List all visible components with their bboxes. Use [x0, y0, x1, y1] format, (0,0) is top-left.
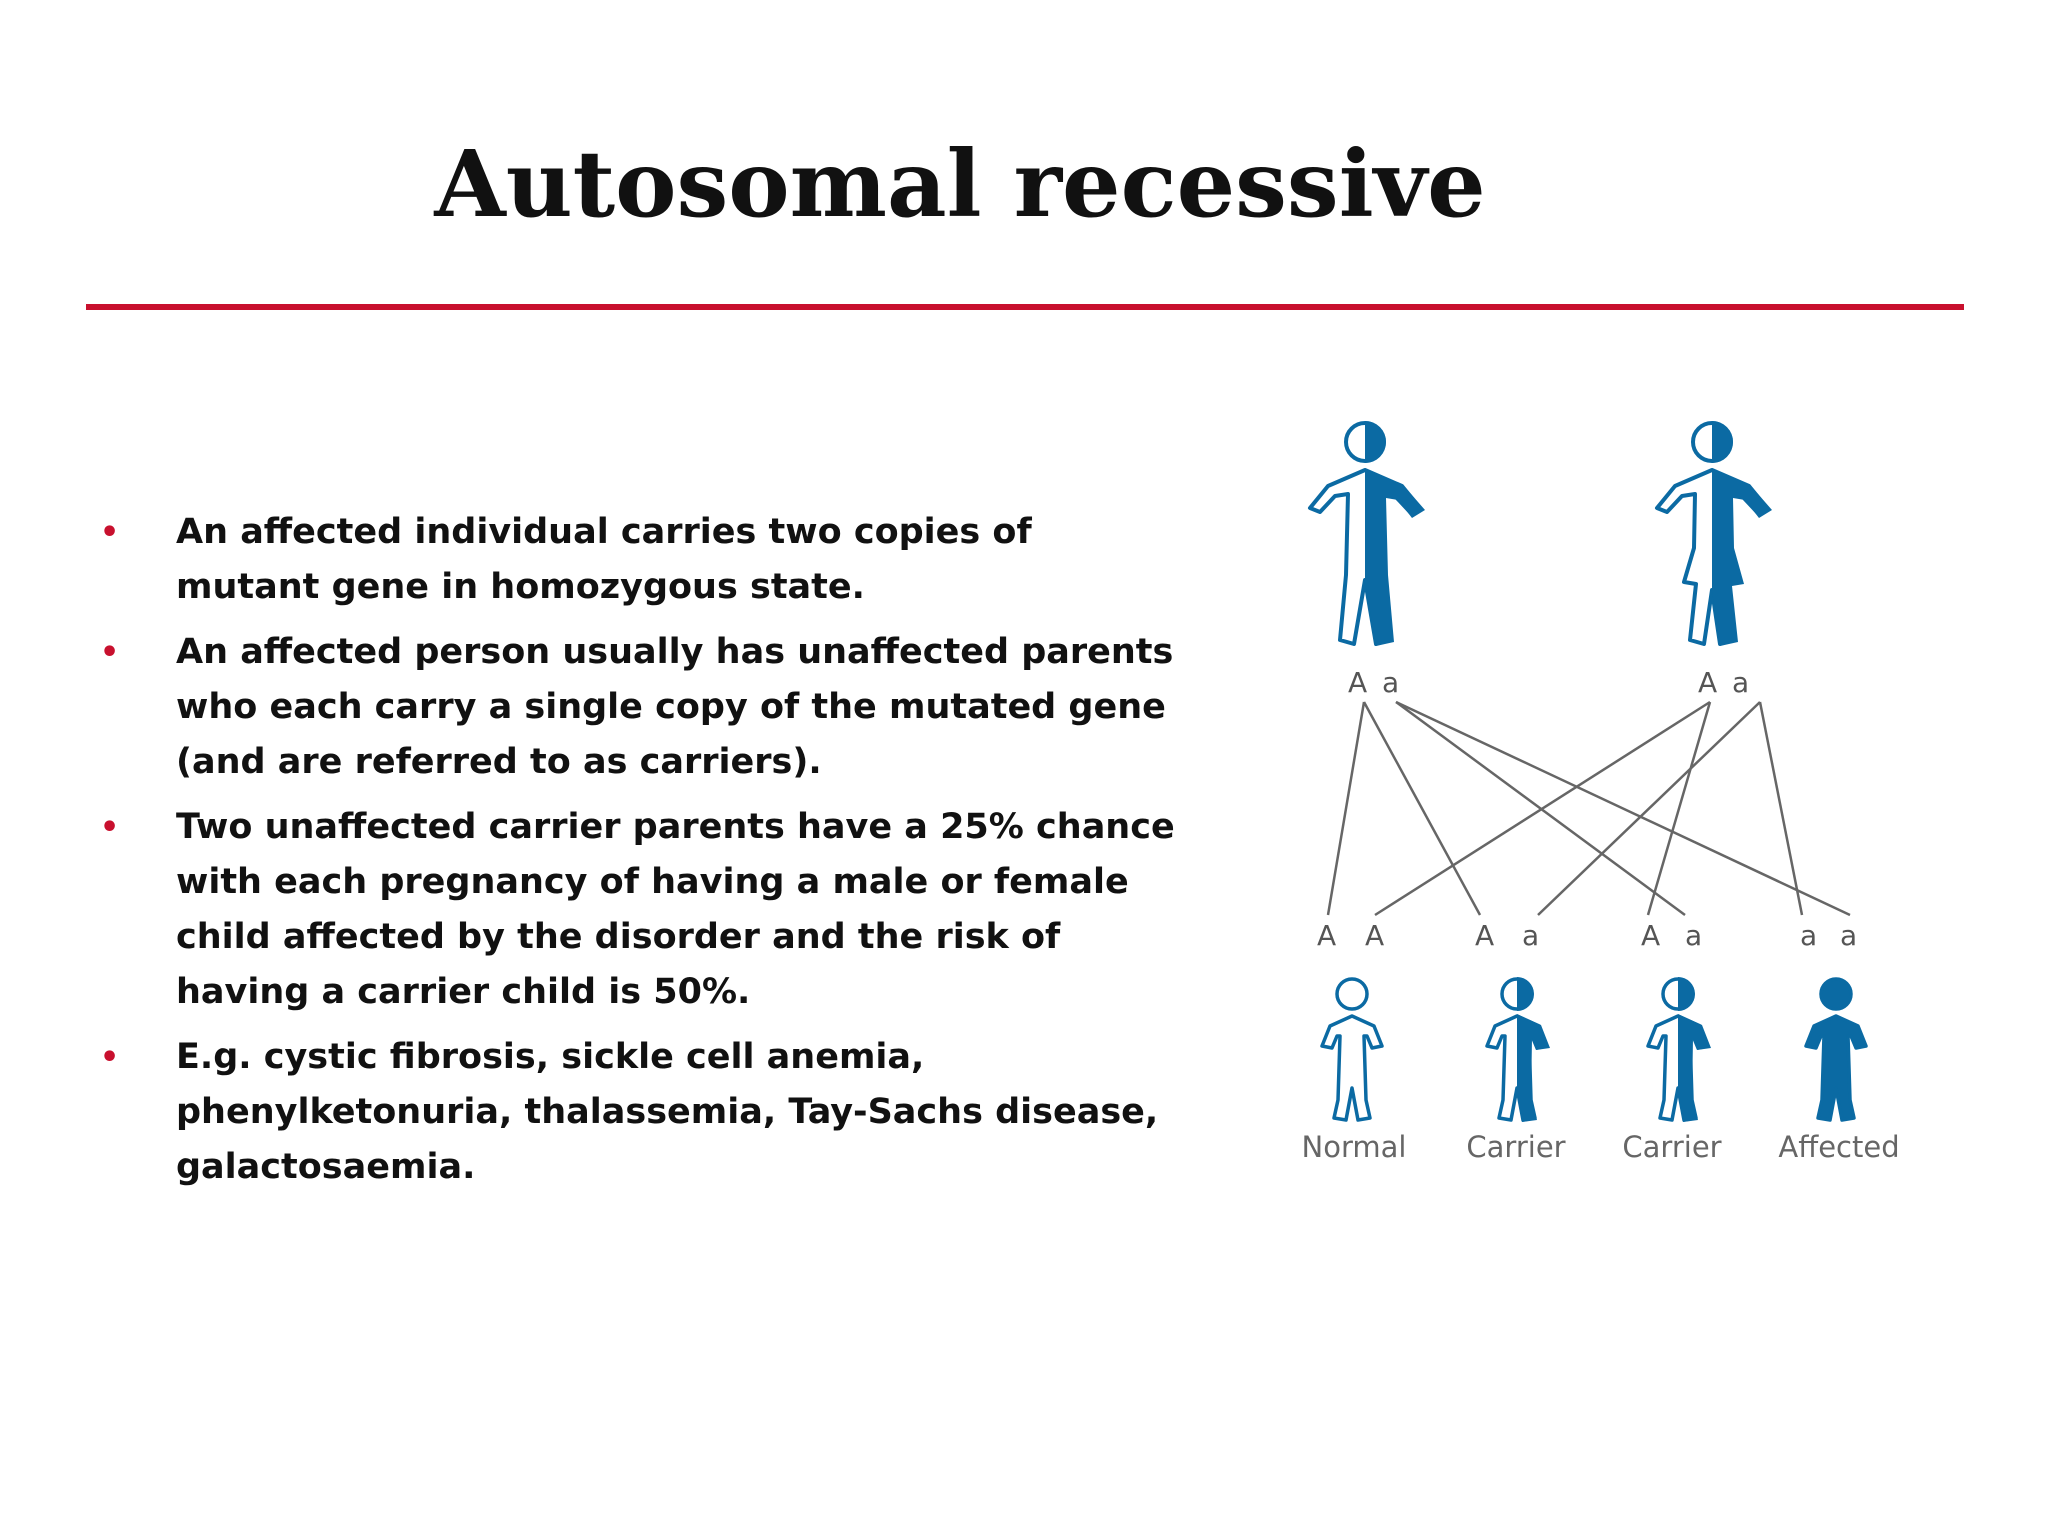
- child-carrier-icon: [1485, 977, 1550, 1122]
- child1-allele-1: A: [1317, 919, 1336, 952]
- child-affected-icon: [1804, 977, 1868, 1122]
- child2-allele-2: a: [1522, 919, 1539, 952]
- bullet-dot-icon: •: [100, 635, 120, 670]
- child3-caption: Carrier: [1622, 1130, 1721, 1164]
- child-normal-icon: [1320, 977, 1384, 1122]
- bullet-text: E.g. cystic fibrosis, sickle cell anemia…: [176, 1037, 1159, 1187]
- child3-allele-1: A: [1641, 919, 1660, 952]
- bullet-dot-icon: •: [100, 515, 120, 550]
- parent1-allele-1: A: [1348, 666, 1367, 699]
- child1-caption: Normal: [1302, 1130, 1407, 1164]
- child-carrier-icon: [1646, 977, 1711, 1122]
- title-divider: [86, 304, 1964, 310]
- female-carrier-icon: [1655, 421, 1772, 646]
- bullet-dot-icon: •: [100, 810, 120, 845]
- bullet-text: An affected person usually has unaffecte…: [176, 632, 1174, 782]
- child2-allele-1: A: [1475, 919, 1494, 952]
- bullet-text: An affected individual carries two copie…: [176, 512, 1032, 607]
- slide-title: Autosomal recessive: [434, 130, 1486, 238]
- bullet-text: Two unaffected carrier parents have a 25…: [176, 807, 1175, 1012]
- bullet-item: • E.g. cystic fibrosis, sickle cell anem…: [96, 1030, 1176, 1195]
- bullet-item: • Two unaffected carrier parents have a …: [96, 800, 1176, 1020]
- child2-caption: Carrier: [1466, 1130, 1565, 1164]
- male-carrier-icon: [1308, 421, 1425, 646]
- parent1-allele-2: a: [1382, 666, 1399, 699]
- bullet-item: • An affected person usually has unaffec…: [96, 625, 1176, 790]
- child4-allele-1: a: [1800, 919, 1817, 952]
- bullet-item: • An affected individual carries two cop…: [96, 505, 1176, 615]
- bullet-dot-icon: •: [100, 1040, 120, 1075]
- child4-caption: Affected: [1778, 1130, 1899, 1164]
- child4-allele-2: a: [1840, 919, 1857, 952]
- inheritance-lines: [1326, 700, 1851, 917]
- child3-allele-2: a: [1685, 919, 1702, 952]
- bullet-list: • An affected individual carries two cop…: [96, 505, 1176, 1205]
- parent2-allele-2: a: [1732, 666, 1749, 699]
- parent2-allele-1: A: [1698, 666, 1717, 699]
- inheritance-diagram: A a A a A A A a A a a a: [1302, 421, 1900, 1164]
- child1-allele-2: A: [1365, 919, 1384, 952]
